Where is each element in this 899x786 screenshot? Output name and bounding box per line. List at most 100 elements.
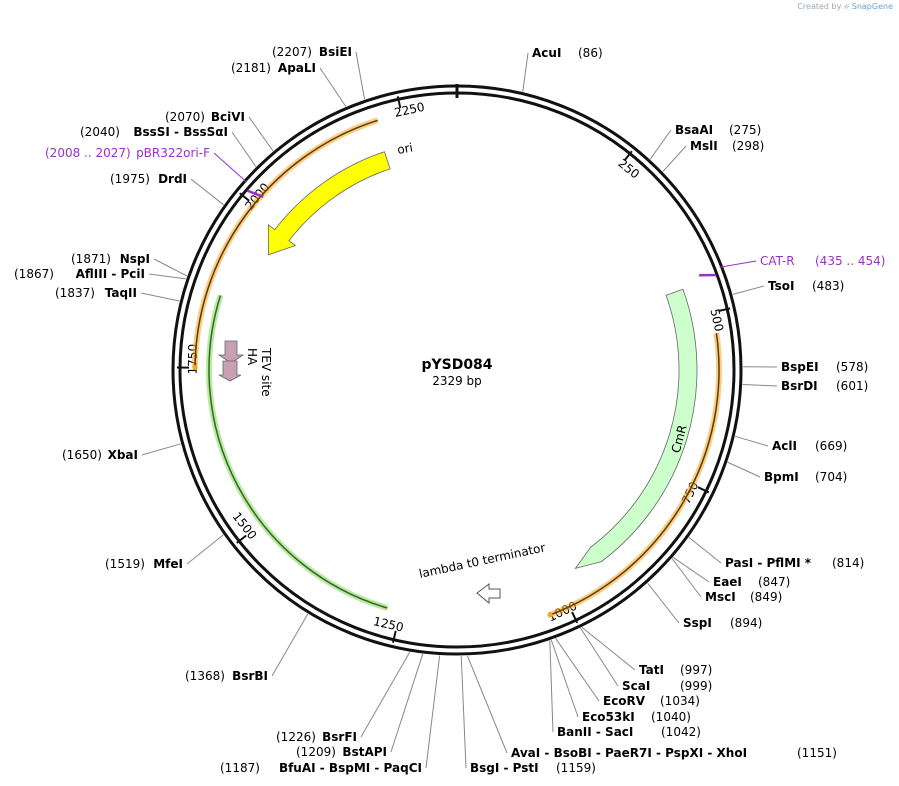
restriction-site: EaeI(847): [713, 575, 790, 589]
tick-label: 500: [707, 307, 726, 332]
site-leader-line: [248, 116, 274, 152]
site-leader-line: [672, 556, 710, 583]
restriction-site: BsaAI (275): [675, 123, 761, 137]
site-leader-line: [460, 655, 467, 769]
site-leader-line: [466, 655, 508, 754]
site-name: ScaI: [622, 679, 650, 693]
site-name: SspI: [683, 616, 712, 630]
site-position: (1034): [660, 694, 700, 708]
site-name: BssSI - BssSαI: [133, 125, 228, 139]
site-position: (997): [680, 663, 712, 677]
tev-site-arrow: [218, 360, 242, 382]
ori-label: ori: [396, 140, 414, 156]
site-name: XbaI: [108, 448, 138, 462]
tick-mark: [571, 611, 579, 624]
site-name: DrdI: [158, 172, 187, 186]
tick-label: 2250: [393, 100, 426, 120]
site-name: BsaAI: [675, 123, 713, 137]
restriction-site: ApaLI(2181): [231, 61, 316, 75]
primer-leader: [719, 260, 757, 268]
site-leader-line: [141, 443, 181, 456]
site-name: MfeI: [153, 557, 183, 571]
tick-mark: [236, 534, 247, 544]
restriction-sites: AcuI(86)BsaAI(275)MslI(298)TsoI(483)BspE…: [14, 45, 868, 775]
site-leader-line: [355, 51, 366, 100]
tick-mark: [623, 150, 633, 162]
site-name: BspEI: [781, 360, 819, 374]
site-position: (298): [732, 139, 764, 153]
site-name: AcuI: [532, 46, 561, 60]
site-leader-line: [735, 435, 769, 447]
site-leader-line: [522, 52, 529, 92]
restriction-site: MscI(849): [705, 590, 782, 604]
site-name: ApaLI: [278, 61, 316, 75]
site-name: BpmI: [764, 470, 799, 484]
site-name: Eco53kI: [582, 710, 635, 724]
snapgene-credit: Created by ⟡ SnapGene: [797, 2, 893, 12]
site-position: (2040): [80, 125, 120, 139]
site-leader-line: [390, 653, 424, 753]
site-position: (1209): [296, 745, 336, 759]
site-name: TsoI: [768, 279, 794, 293]
site-leader-line: [580, 627, 619, 687]
site-leader-line: [190, 178, 224, 206]
ha-tag-arrow: [217, 340, 245, 364]
site-position: (1040): [651, 710, 691, 724]
site-name: BciVI: [211, 110, 245, 124]
site-position: (847): [758, 575, 790, 589]
site-leader-line: [360, 651, 411, 738]
tick-mark: [396, 96, 402, 109]
restriction-site: ScaI (999): [622, 679, 712, 693]
site-position: (1837): [55, 286, 95, 300]
site-name: TaqII: [105, 286, 137, 300]
site-name: BfuAI - BspMI - PaqCI: [279, 761, 422, 775]
site-position: (999): [680, 679, 712, 693]
feature-track-arrowhead: [192, 365, 198, 371]
site-position: (86): [578, 46, 603, 60]
site-position: (1151): [797, 746, 837, 760]
plasmid-length: 2329 bp: [432, 374, 482, 388]
tick-label: 1250: [372, 614, 405, 635]
cmr-feature-arrow: [574, 288, 698, 570]
site-leader-line: [140, 292, 180, 302]
restriction-site: Eco53kI (1040): [582, 710, 691, 724]
site-leader-line: [153, 258, 188, 277]
restriction-site: XbaI(1650): [62, 448, 138, 462]
site-name: BsrFI: [322, 730, 357, 744]
plasmid-name: pYSD084: [421, 357, 492, 373]
tick-mark: [239, 192, 250, 202]
site-name: BstAPI: [342, 745, 387, 759]
restriction-site: BsgI - PstI(1159): [470, 761, 596, 775]
restriction-site: BsiEI(2207): [272, 45, 352, 59]
site-name: AvaI - BsoBI - PaeR7I - PspXI - XhoI: [511, 746, 747, 760]
restriction-site: BspEI(578): [781, 360, 868, 374]
site-leader-line: [148, 273, 186, 280]
site-position: (275): [729, 123, 761, 137]
restriction-site: TatI (997): [639, 663, 712, 677]
tick-mark: [697, 486, 710, 494]
site-name: PasI - PflMI *: [725, 556, 812, 570]
site-position: (814): [832, 556, 864, 570]
site-position: (1042): [661, 725, 701, 739]
restriction-site: PasI - PflMI * (814): [725, 556, 864, 570]
restriction-site: TaqII (1837): [55, 286, 137, 300]
primer-range: (435 .. 454): [815, 254, 885, 268]
site-position: (1187): [220, 761, 260, 775]
site-leader-line: [647, 582, 680, 624]
site-position: (2207): [272, 45, 312, 59]
terminator-label: lambda t0 terminator: [418, 540, 547, 580]
plasmid-backbone: [171, 84, 743, 656]
site-leader-line: [555, 638, 600, 702]
site-name: TatI: [639, 663, 664, 677]
restriction-site: SspI(894): [683, 616, 762, 630]
feature-track-arrowhead: [547, 612, 553, 618]
site-name: BsrBI: [232, 669, 268, 683]
site-position: (2070): [165, 110, 205, 124]
primer-range: (2008 .. 2027): [45, 146, 131, 160]
site-position: (1159): [556, 761, 596, 775]
ori-feature-arrow: [267, 151, 391, 256]
site-name: AflIII - PciI: [76, 267, 145, 281]
credit-prefix: Created by: [797, 2, 842, 11]
restriction-site: DrdI(1975): [110, 172, 187, 186]
